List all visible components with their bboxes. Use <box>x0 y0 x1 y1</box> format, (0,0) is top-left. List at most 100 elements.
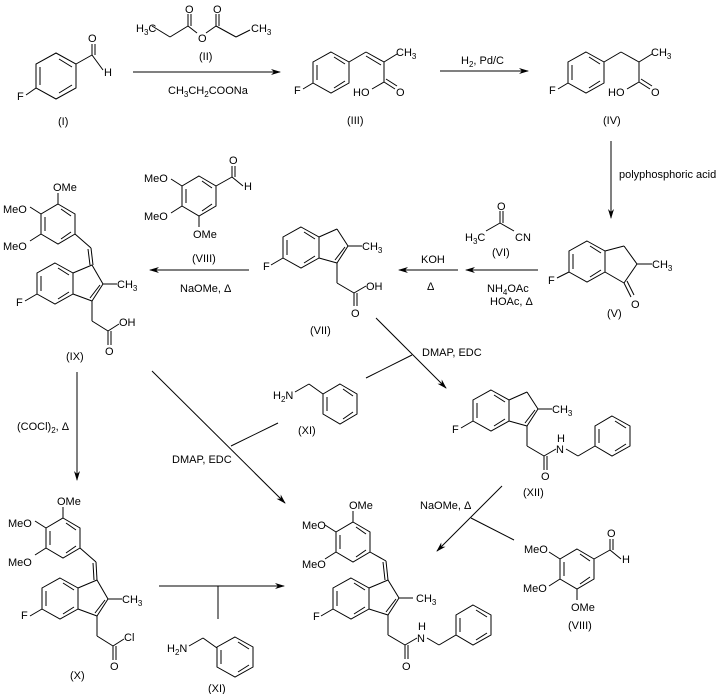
atom-N: N <box>417 633 425 645</box>
atom-H: H <box>418 621 426 633</box>
atom-H3C: H3C <box>136 23 156 37</box>
atom-CH3: CH3 <box>362 241 383 255</box>
reagent-ammonium-acetate: NH4OAc <box>487 283 529 297</box>
label-I: (I) <box>58 116 68 128</box>
label-VIII: (VIII) <box>192 253 216 265</box>
atom-F: F <box>548 275 555 287</box>
atom-CH3: CH3 <box>652 259 673 273</box>
atom-HO: HO <box>608 87 625 99</box>
atom-F: F <box>294 85 301 97</box>
atom-F: F <box>549 85 556 97</box>
reagent-hoac-heat: HOAc, Δ <box>490 296 533 308</box>
atom-CH3: CH3 <box>552 404 573 418</box>
atom-OMe: OMe <box>57 496 81 508</box>
compound-XI-middle: H2N (XI) <box>273 383 358 437</box>
arrow-step-10: NaOMe, Δ <box>420 485 515 552</box>
atom-CN: CN <box>515 232 531 244</box>
atom-MeO: MeO <box>144 173 168 185</box>
label-X: (X) <box>70 670 85 682</box>
atom-MeO: MeO <box>302 559 326 571</box>
label-II: (II) <box>199 51 212 63</box>
compound-XII: CH3 H N O F (XII) <box>452 389 631 499</box>
label-XII: (XII) <box>523 487 544 499</box>
atom-H: H <box>104 67 112 79</box>
compound-final-product: OMe MeO MeO CH3 H N O F <box>302 500 492 673</box>
reagent-dmap-edc: DMAP, EDC <box>172 454 232 466</box>
compound-XI-bottom: H2N (XI) <box>167 636 254 694</box>
arrow-step-7: DMAP, EDC <box>365 317 482 389</box>
atom-OMe: OMe <box>571 602 595 614</box>
reagent-polyphosphoric-acid: polyphosphoric acid <box>619 169 716 181</box>
atom-MeO: MeO <box>8 557 32 569</box>
atom-H2N: H2N <box>167 643 187 657</box>
atom-H2N: H2N <box>273 390 293 404</box>
atom-CH3: CH3 <box>396 47 417 61</box>
compound-VIII-top: O H MeO MeO OMe (VIII) <box>144 155 252 265</box>
atom-H: H <box>622 554 630 566</box>
atom-O: O <box>229 155 238 167</box>
reagent-naome-heat: NaOMe, Δ <box>420 500 472 512</box>
reagent-h2-pdc: H2, Pd/C <box>461 55 504 69</box>
atom-O: O <box>105 346 114 358</box>
arrow-step-4: NH4OAc HOAc, Δ <box>465 267 538 308</box>
atom-O: O <box>185 4 194 16</box>
arrow-step-5: KOH Δ <box>398 254 458 293</box>
compound-VII: CH3 OH O F (VII) <box>263 226 383 337</box>
atom-O: O <box>631 299 640 311</box>
label-XI: (XI) <box>208 683 226 694</box>
atom-H: H <box>244 181 252 193</box>
atom-F: F <box>21 610 28 622</box>
atom-O-bridge: O <box>198 33 207 45</box>
reagent-heat: Δ <box>427 281 435 293</box>
atom-O: O <box>88 33 97 45</box>
compound-IV: CH3 HO O F (IV) <box>549 47 672 127</box>
atom-H3C: H3C <box>465 232 485 246</box>
atom-CH3: CH3 <box>251 23 272 37</box>
arrow-step-6: NaOMe, Δ <box>149 267 249 295</box>
atom-N: N <box>556 444 564 456</box>
atom-MeO: MeO <box>524 544 548 556</box>
atom-O: O <box>110 661 119 673</box>
atom-OH: OH <box>366 281 383 293</box>
arrow-step-2: H2, Pd/C <box>440 55 529 74</box>
compound-II: H3C O O O CH3 (II) <box>136 4 272 63</box>
label-VII: (VII) <box>310 325 331 337</box>
label-IV: (IV) <box>603 115 621 127</box>
atom-F: F <box>17 91 24 103</box>
reagent-naome-heat: NaOMe, Δ <box>180 283 232 295</box>
atom-O: O <box>497 201 506 213</box>
arrow-step-3: polyphosphoric acid <box>608 141 716 219</box>
atom-O: O <box>402 661 411 673</box>
label-III: (III) <box>347 115 364 127</box>
atom-O: O <box>607 528 616 540</box>
atom-O: O <box>351 308 360 320</box>
label-VI: (VI) <box>492 247 510 259</box>
atom-CH3: CH3 <box>117 279 138 293</box>
atom-F: F <box>452 424 459 436</box>
atom-MeO: MeO <box>302 520 326 532</box>
compound-V: CH3 O F (V) <box>548 240 673 320</box>
arrow-step-11 <box>159 583 285 619</box>
atom-O: O <box>213 4 222 16</box>
reagent-oxalyl-chloride: (COCl)2, Δ <box>17 421 70 435</box>
atom-MeO: MeO <box>523 583 547 595</box>
atom-O: O <box>541 471 550 483</box>
label-XI: (XI) <box>298 425 316 437</box>
atom-MeO: MeO <box>3 204 27 216</box>
atom-MeO: MeO <box>8 518 32 530</box>
arrow-step-1: CH3CH2COONa <box>133 69 281 99</box>
atom-O: O <box>651 87 660 99</box>
atom-F: F <box>16 297 23 309</box>
atom-F: F <box>263 261 270 273</box>
compound-IX: OMe MeO MeO CH3 OH O F (IX) <box>3 182 138 363</box>
compound-X: OMe MeO MeO CH3 Cl O F (X) <box>8 496 143 682</box>
atom-OMe: OMe <box>349 500 373 512</box>
atom-CH3: CH3 <box>651 47 672 61</box>
atom-OH: OH <box>119 317 136 329</box>
compound-III: CH3 HO O F (III) <box>294 47 417 127</box>
arrow-step-9: DMAP, EDC <box>151 370 286 504</box>
reagent-dmap-edc: DMAP, EDC <box>422 347 482 359</box>
atom-OMe: OMe <box>53 182 77 194</box>
atom-CH3: CH3 <box>122 594 143 608</box>
